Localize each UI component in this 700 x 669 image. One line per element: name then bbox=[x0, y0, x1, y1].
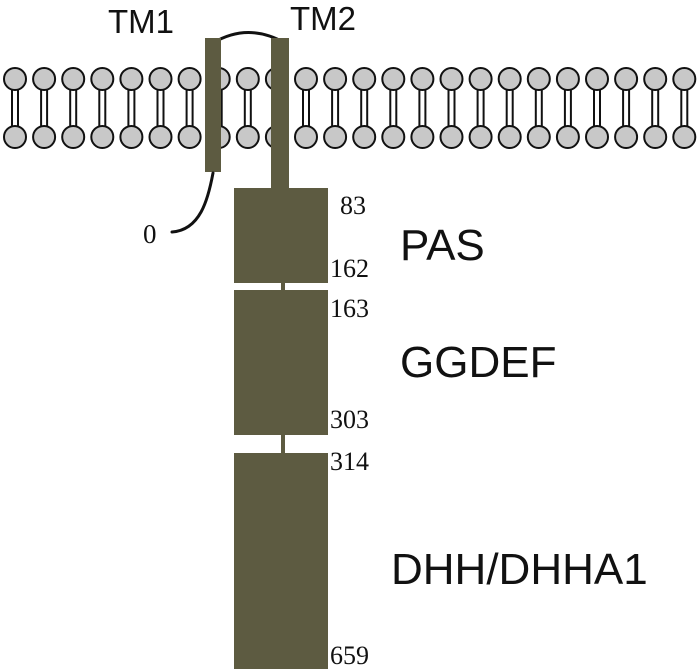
ggdef-domain-box bbox=[234, 290, 328, 435]
pas-end-residue: 162 bbox=[330, 254, 369, 283]
lipid-head bbox=[61, 125, 86, 149]
dhh-dhha1-domain-box bbox=[234, 453, 328, 669]
lipid-head bbox=[555, 67, 580, 91]
lipid-head bbox=[585, 125, 609, 149]
lipid-head bbox=[381, 125, 406, 149]
tm2-label: TM2 bbox=[290, 0, 356, 37]
lipid-bilayer bbox=[3, 67, 697, 149]
lipid-head bbox=[235, 125, 260, 149]
pas-domain-label: PAS bbox=[400, 221, 485, 270]
dhh-end-residue: 659 bbox=[330, 641, 369, 669]
lipid-head bbox=[439, 67, 464, 91]
lipid-head bbox=[672, 67, 697, 91]
lipid-head bbox=[614, 125, 639, 149]
lipid-head bbox=[119, 125, 144, 149]
dhh-start-residue: 314 bbox=[330, 447, 369, 476]
lipid-head bbox=[672, 125, 697, 149]
lipid-head bbox=[177, 125, 202, 149]
lipid-head bbox=[439, 125, 464, 149]
ggdef-start-residue: 163 bbox=[330, 294, 369, 323]
linker-ggdef-dhh bbox=[281, 435, 285, 453]
lipid-head bbox=[468, 67, 493, 91]
lipid-head bbox=[352, 67, 377, 91]
lipid-head bbox=[381, 67, 406, 91]
lipid-head bbox=[526, 67, 551, 91]
tm1-label: TM1 bbox=[108, 3, 174, 40]
n-terminus-tail bbox=[170, 171, 215, 234]
lipid-head bbox=[148, 125, 173, 149]
lipid-head bbox=[410, 67, 435, 91]
tm1-helix bbox=[205, 38, 221, 172]
lipid-head bbox=[32, 67, 57, 91]
ggdef-domain-label: GGDEF bbox=[400, 338, 556, 387]
lipid-head bbox=[643, 67, 668, 91]
lipid-head bbox=[3, 125, 27, 149]
dhh-dhha1-domain-label: DHH/DHHA1 bbox=[391, 545, 648, 594]
pas-domain-box bbox=[234, 188, 328, 283]
lipid-head bbox=[61, 67, 86, 91]
lipid-head bbox=[148, 67, 173, 91]
lipid-head bbox=[526, 125, 551, 149]
lipid-head bbox=[294, 67, 318, 91]
lipid-head bbox=[468, 125, 493, 149]
lipid-head bbox=[32, 125, 57, 149]
lipid-head bbox=[614, 67, 639, 91]
ggdef-end-residue: 303 bbox=[330, 405, 369, 434]
lipid-head bbox=[323, 67, 348, 91]
lipid-head bbox=[90, 125, 115, 149]
linker-pas-ggdef bbox=[281, 283, 285, 290]
tm2-helix bbox=[271, 38, 289, 190]
lipid-head bbox=[294, 125, 318, 149]
lipid-head bbox=[323, 125, 348, 149]
lipid-head bbox=[235, 67, 260, 91]
lipid-head bbox=[555, 125, 580, 149]
lipid-head bbox=[585, 67, 609, 91]
lipid-head bbox=[3, 67, 27, 91]
lipid-head bbox=[90, 67, 115, 91]
lipid-head bbox=[177, 67, 202, 91]
lipid-head bbox=[643, 125, 668, 149]
pas-start-residue: 83 bbox=[340, 191, 366, 220]
lipid-head bbox=[497, 125, 522, 149]
lipid-head bbox=[497, 67, 522, 91]
lipid-head bbox=[119, 67, 144, 91]
lipid-head bbox=[352, 125, 377, 149]
n-terminus-label: 0 bbox=[143, 219, 157, 249]
lipid-head bbox=[410, 125, 435, 149]
